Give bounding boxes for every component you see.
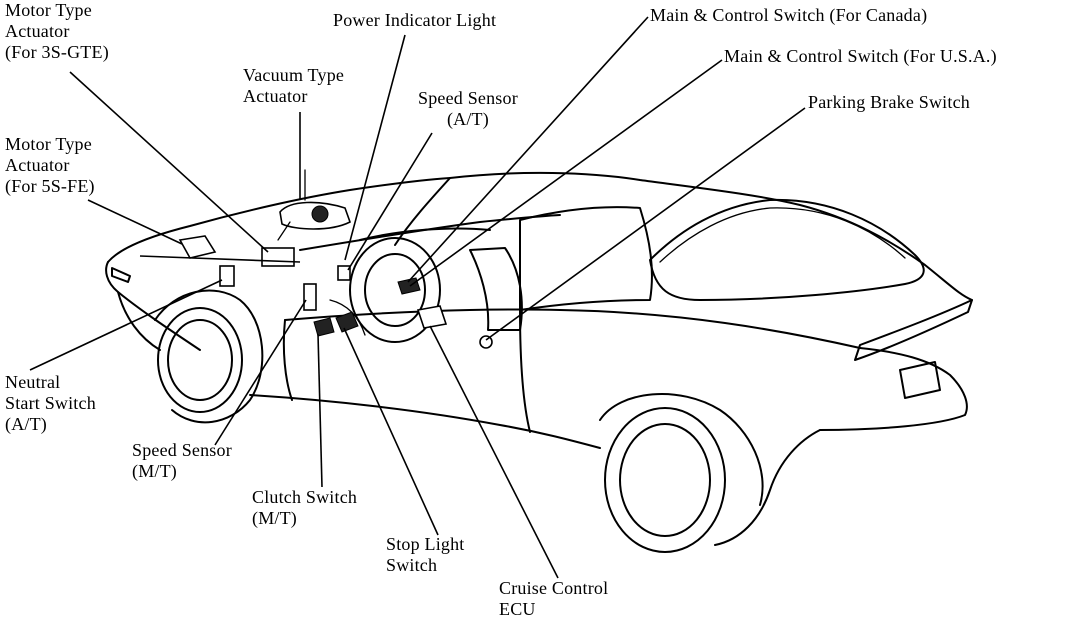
vacuum-actuator-part bbox=[277, 169, 351, 241]
label-line: (A/T) bbox=[5, 414, 47, 434]
label-line: Stop Light bbox=[386, 534, 465, 554]
cruise-ecu-part bbox=[416, 305, 448, 329]
label-main-control-switch-canada: Main & Control Switch (For Canada) bbox=[650, 5, 927, 26]
label-stop-light-switch: Stop Light Switch bbox=[386, 534, 465, 576]
label-motor-type-actuator-3sgte: Motor Type Actuator (For 3S-GTE) bbox=[5, 0, 109, 63]
label-line: Clutch Switch bbox=[252, 487, 358, 507]
label-main-control-switch-usa: Main & Control Switch (For U.S.A.) bbox=[724, 46, 997, 67]
label-line: Neutral bbox=[5, 372, 61, 392]
label-speed-sensor-at: Speed Sensor (A/T) bbox=[418, 88, 518, 130]
car-body bbox=[105, 171, 973, 553]
label-line: Power Indicator Light bbox=[333, 10, 497, 30]
label-line: Main & Control Switch (For U.S.A.) bbox=[724, 46, 997, 66]
neutral-start-switch-part bbox=[219, 265, 235, 287]
label-line: Actuator bbox=[5, 21, 70, 41]
label-line: (For 5S-FE) bbox=[5, 176, 95, 196]
label-power-indicator-light: Power Indicator Light bbox=[333, 10, 496, 31]
label-line: Cruise Control bbox=[499, 578, 609, 598]
label-line: Motor Type bbox=[5, 0, 92, 20]
components bbox=[178, 169, 493, 349]
label-line: Vacuum Type bbox=[243, 65, 345, 85]
label-clutch-switch: Clutch Switch (M/T) bbox=[252, 487, 357, 529]
label-line: Switch bbox=[386, 555, 438, 575]
label-line: Parking Brake Switch bbox=[808, 92, 970, 112]
label-line: (For 3S-GTE) bbox=[5, 42, 109, 62]
clutch-switch-part bbox=[313, 317, 335, 337]
label-line: (M/T) bbox=[252, 508, 297, 528]
label-line: Speed Sensor bbox=[418, 88, 518, 108]
label-line: Main & Control Switch (For Canada) bbox=[650, 5, 928, 25]
parking-brake-switch-part bbox=[479, 335, 493, 349]
stop-light-switch-part bbox=[335, 311, 359, 333]
label-motor-type-actuator-5sfe: Motor Type Actuator (For 5S-FE) bbox=[5, 134, 95, 197]
label-line: Start Switch bbox=[5, 393, 96, 413]
label-speed-sensor-mt: Speed Sensor (M/T) bbox=[132, 440, 232, 482]
label-line: Actuator bbox=[243, 86, 308, 106]
label-cruise-control-ecu: Cruise Control ECU bbox=[499, 578, 608, 620]
motor-actuator-5sfe-part bbox=[178, 235, 217, 259]
label-neutral-start-switch: Neutral Start Switch (A/T) bbox=[5, 372, 96, 435]
speed-sensor-at-part bbox=[337, 265, 351, 281]
label-line: Speed Sensor bbox=[132, 440, 232, 460]
speed-sensor-mt-part bbox=[303, 283, 317, 311]
label-line: Actuator bbox=[5, 155, 70, 175]
leader-lines bbox=[29, 16, 806, 579]
label-vacuum-type-actuator: Vacuum Type Actuator bbox=[243, 65, 344, 107]
label-line: Motor Type bbox=[5, 134, 92, 154]
label-line: (A/T) bbox=[446, 109, 489, 129]
label-line: (M/T) bbox=[132, 461, 177, 481]
label-parking-brake-switch: Parking Brake Switch bbox=[808, 92, 970, 113]
label-line: ECU bbox=[499, 599, 536, 619]
